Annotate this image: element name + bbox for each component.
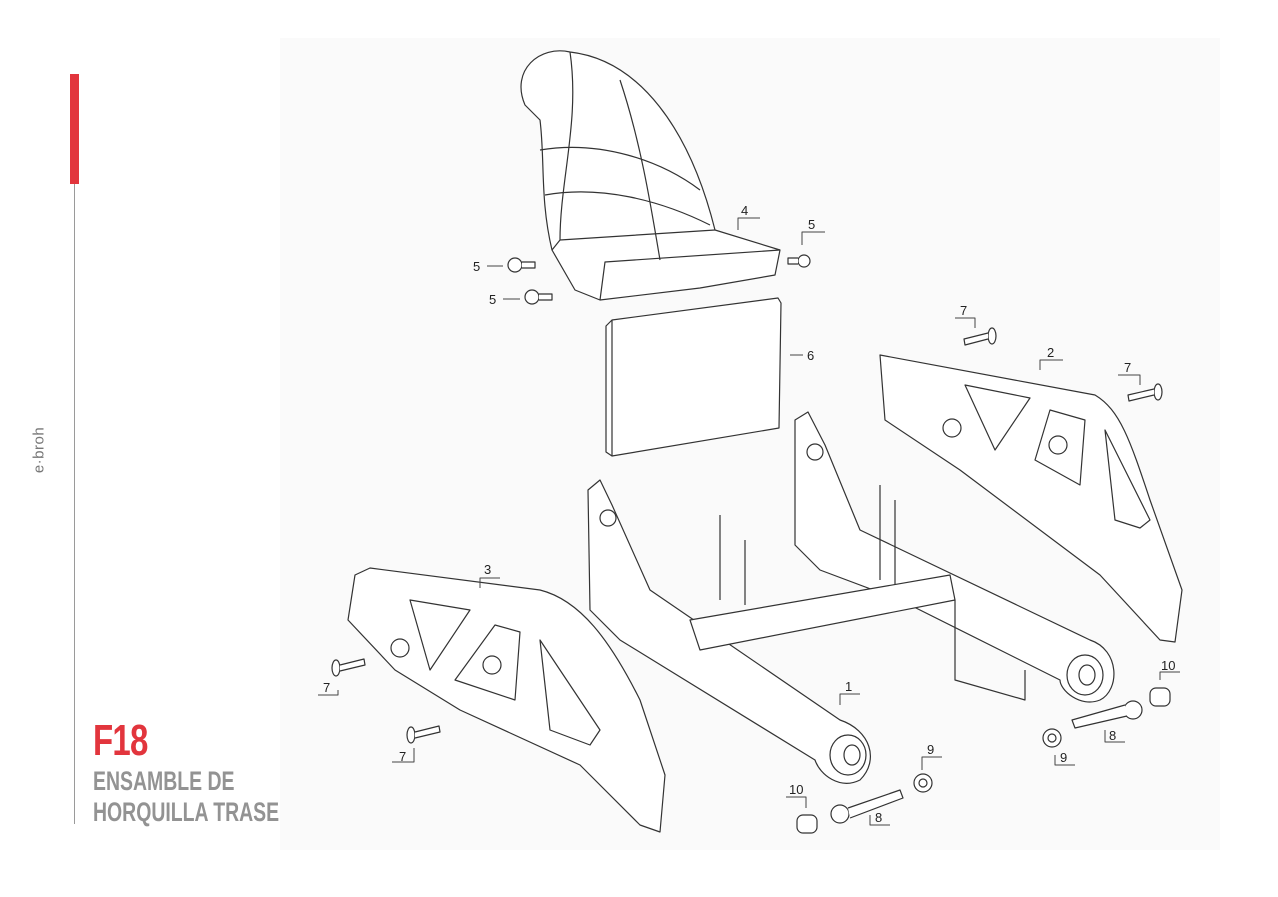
callout-3: 3: [484, 562, 491, 577]
bolt-7-icon: [406, 725, 441, 744]
fasteners: [331, 254, 1171, 834]
leader-lines: [318, 217, 1180, 826]
axle-bolt-8-icon: [1071, 700, 1143, 729]
rear-fender-part: [520, 50, 781, 301]
callout-10: 10: [789, 782, 803, 797]
spacer-10-icon: [796, 814, 818, 834]
section-code: F18: [93, 716, 148, 765]
callout-7: 7: [960, 303, 967, 318]
callout-6: 6: [807, 348, 814, 363]
callout-9: 9: [1060, 750, 1067, 765]
callout-7: 7: [399, 749, 406, 764]
bolt-7-icon: [331, 658, 366, 677]
callout-2: 2: [1047, 345, 1054, 360]
bolt-5-icon: [524, 289, 553, 305]
callout-5: 5: [473, 259, 480, 274]
callout-9: 9: [927, 742, 934, 757]
chain-guard-right-part: [879, 354, 1183, 643]
bolt-7-icon: [963, 327, 997, 346]
bolt-5-icon: [507, 257, 536, 273]
callout-labels: 4 5 5 5 6 7 2 7 3 7 7 1 10 8 9 9 10 8: [323, 203, 1175, 825]
title-line-2: HORQUILLA TRASERA: [93, 797, 308, 827]
bolt-5-icon: [787, 254, 811, 268]
chain-guard-left-part: [347, 567, 666, 833]
swingarm-part: [587, 411, 1115, 784]
nut-9-icon: [913, 773, 933, 793]
license-plate-part: [605, 297, 782, 457]
callout-8: 8: [1109, 728, 1116, 743]
spacer-10-icon: [1149, 687, 1171, 707]
callout-8: 8: [875, 810, 882, 825]
bolt-7-icon: [1127, 383, 1163, 402]
title-line-1: ENSAMBLE DE: [93, 766, 235, 796]
divider-line: [74, 184, 75, 824]
nut-9-icon: [1042, 728, 1062, 748]
callout-10: 10: [1161, 658, 1175, 673]
callout-5: 5: [808, 217, 815, 232]
callout-5: 5: [489, 292, 496, 307]
axle-bolt-8-icon: [830, 789, 904, 824]
section-title: ENSAMBLE DE HORQUILLA TRASERA: [93, 766, 307, 828]
callout-4: 4: [741, 203, 748, 218]
callout-7: 7: [323, 680, 330, 695]
accent-bar: [70, 74, 79, 184]
callout-1: 1: [845, 679, 852, 694]
callout-7: 7: [1124, 360, 1131, 375]
